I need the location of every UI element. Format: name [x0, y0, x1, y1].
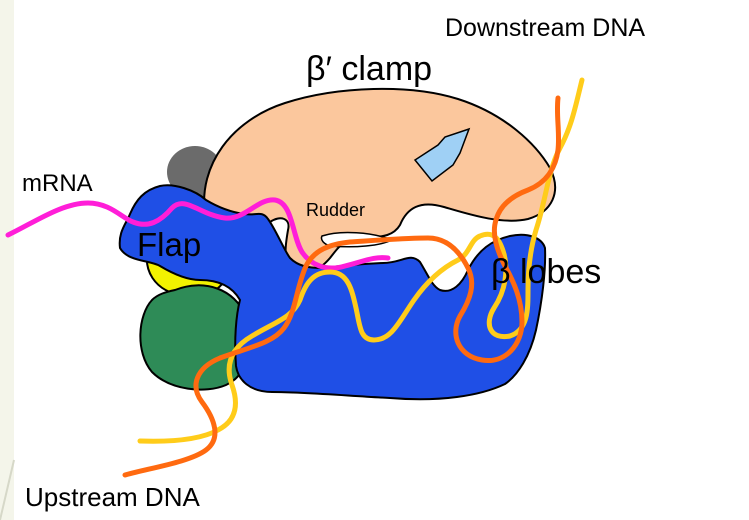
flap-label: Flap: [137, 228, 201, 261]
mrna-label: mRNA: [22, 172, 93, 196]
slide-accent-line: [0, 460, 14, 520]
rudder-label: Rudder: [306, 201, 365, 219]
upstream-dna-label: Upstream DNA: [25, 484, 200, 510]
beta-lobes-label: β lobes: [491, 255, 601, 289]
downstream-dna-label: Downstream DNA: [445, 16, 645, 41]
beta-prime-clamp-label: β′ clamp: [306, 52, 432, 86]
green-domain: [140, 285, 249, 389]
